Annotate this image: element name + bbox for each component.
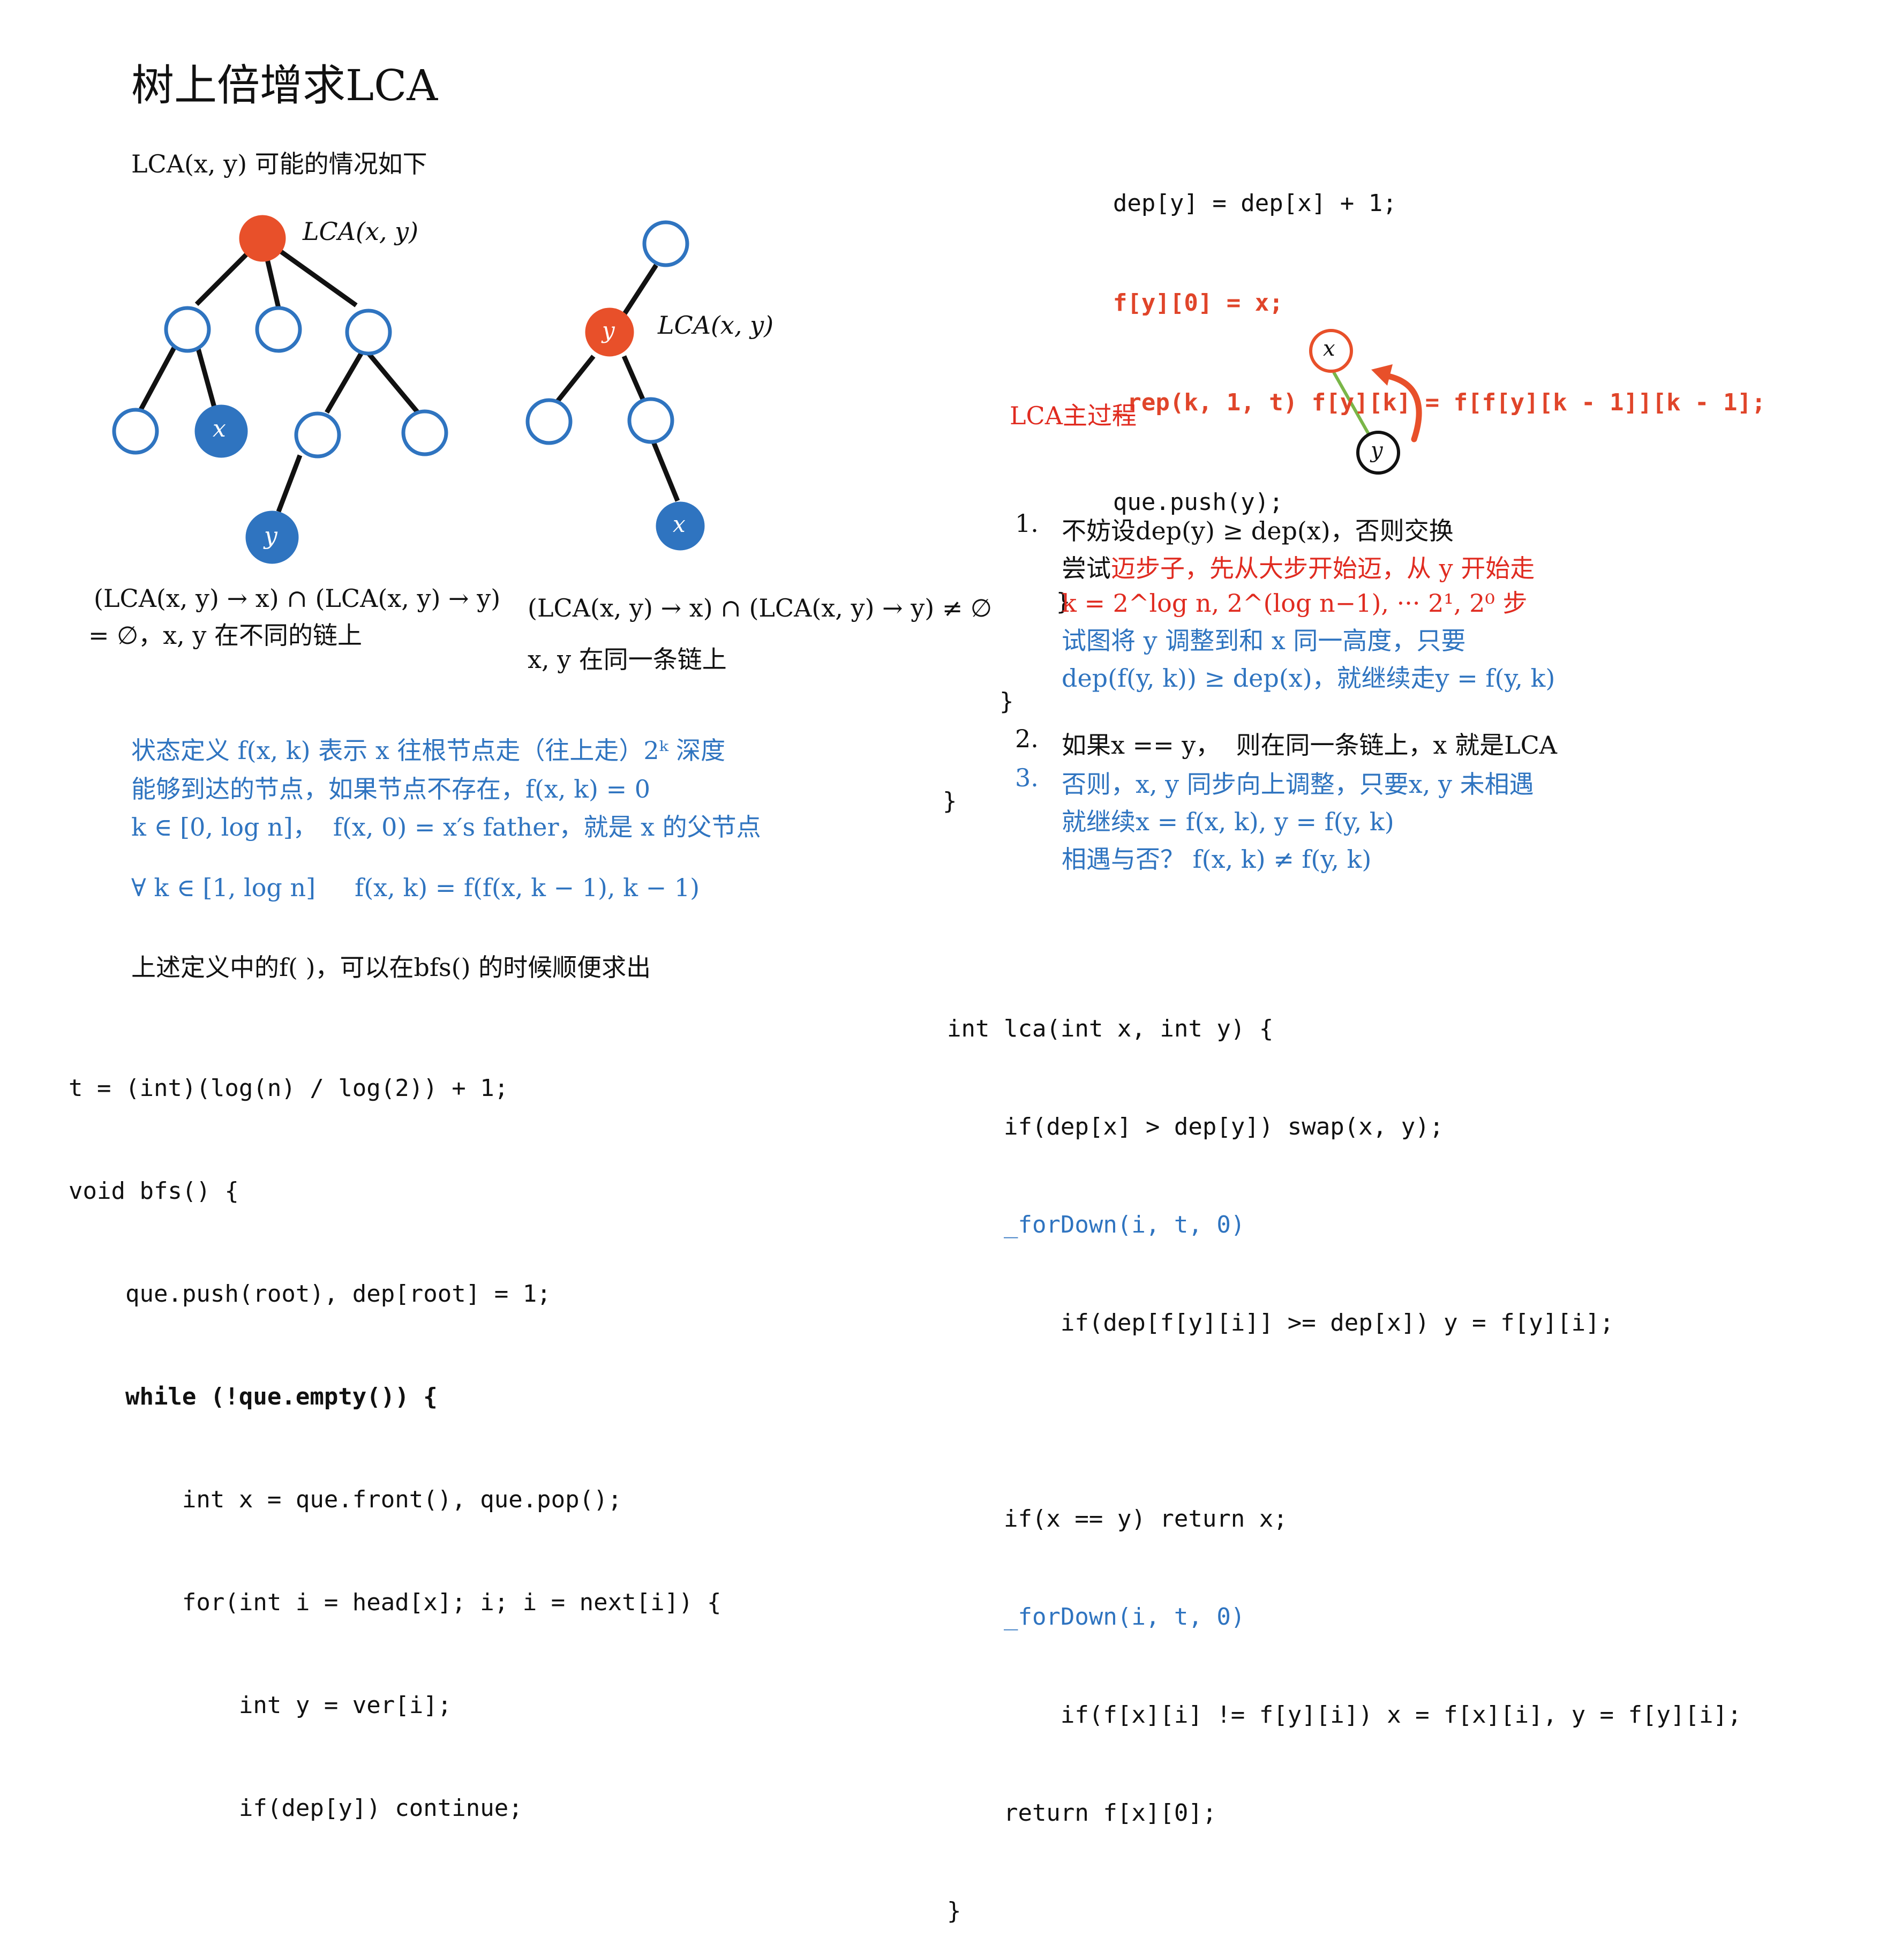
- mini-x-label: x: [1323, 336, 1335, 361]
- code-line: t = (int)(log(n) / log(2)) + 1;: [69, 1075, 509, 1102]
- step2-number: 2.: [1015, 724, 1039, 753]
- y-node: [245, 510, 299, 564]
- code-line: while (!que.empty()) {: [69, 1383, 438, 1410]
- code-line: que.push(root), dep[root] = 1;: [69, 1280, 551, 1308]
- step1-line-b: 尝试迈步子，先从大步开始迈，从 y 开始走: [1062, 549, 1535, 584]
- left-lca-label: LCA(x, y): [303, 217, 419, 246]
- code-line: f[y][0] = x;: [943, 289, 1283, 317]
- lca-code-block: int lca(int x, int y) { if(dep[x] > dep[…: [947, 947, 1741, 1960]
- right-tree-edges: [555, 264, 680, 502]
- page-title: 树上倍增求LCA: [131, 61, 438, 110]
- code-line: if(dep[y]) continue;: [69, 1794, 523, 1822]
- right-tree-nodes: [525, 220, 705, 551]
- code-line: if(dep[f[y][i]] >= dep[x]) y = f[y][i];: [947, 1309, 1614, 1336]
- code-line: for(int i = head[x]; i; i = next[i]) {: [69, 1589, 721, 1616]
- code-line: que.push(y);: [943, 489, 1283, 516]
- tree-diagrams: [112, 215, 1422, 564]
- bfs-code-block: t = (int)(log(n) / log(2)) + 1; void bfs…: [69, 1003, 721, 1860]
- state-def-line-3: k ∈ [0, log n]， f(x, 0) = x′s father，就是 …: [131, 813, 761, 842]
- right-caption-1: (LCA(x, y) → x) ∩ (LCA(x, y) → y) ≠ ∅: [528, 594, 992, 622]
- step1-line-d: 试图将 y 调整到和 x 同一高度，只要: [1062, 626, 1466, 655]
- code-line: if(dep[x] > dep[y]) swap(x, y);: [947, 1113, 1444, 1140]
- left-caption-1: (LCA(x, y) → x) ∩ (LCA(x, y) → y): [94, 584, 501, 613]
- bfs-code-continued: dep[y] = dep[x] + 1; f[y][0] = x; _rep(k…: [943, 121, 1765, 851]
- mini-y-label: y: [1371, 438, 1383, 463]
- right-caption-2: x, y 在同一条链上: [528, 645, 727, 674]
- state-def-line-2: 能够到达的节点，如果节点不存在，f(x, k) = 0: [131, 775, 651, 803]
- left-y-label: y: [264, 522, 277, 550]
- code-line: }: [943, 787, 957, 815]
- step3-line-b: 就继续x = f(x, k), y = f(y, k): [1062, 807, 1394, 836]
- code-line: }: [947, 1897, 961, 1925]
- code-line: if(f[x][i] != f[y][i]) x = f[x][i], y = …: [947, 1701, 1742, 1729]
- right-y-label: y: [602, 317, 615, 343]
- step3-line-c: 相遇与否？ f(x, k) ≠ f(y, k): [1062, 845, 1372, 874]
- code-line: dep[y] = dep[x] + 1;: [943, 190, 1397, 217]
- right-x-label: x: [673, 511, 686, 537]
- code-line: return f[x][0];: [947, 1799, 1217, 1827]
- state-def-line-1: 状态定义 f(x, k) 表示 x 往根节点走（往上走）2ᵏ 深度: [131, 736, 726, 765]
- tree-node: [112, 408, 159, 455]
- tree-node: [255, 306, 302, 353]
- step1-number: 1.: [1015, 509, 1039, 538]
- lca-y-node: [585, 307, 634, 357]
- lca-node: [239, 215, 286, 262]
- tree-node: [642, 220, 689, 267]
- bfs-note: 上述定义中的f( )，可以在bfs() 的时候顺便求出: [131, 953, 651, 982]
- state-def-line-4: ∀ k ∈ [1, log n] f(x, k) = f(f(x, k − 1)…: [131, 873, 700, 902]
- code-line: int lca(int x, int y) {: [947, 1015, 1274, 1042]
- step1-prefix: 尝试: [1062, 554, 1111, 583]
- tree-node: [164, 306, 211, 353]
- x-node: [194, 404, 248, 458]
- step1-line-e: dep(f(y, k)) ≥ dep(x)，就继续走y = f(y, k): [1062, 664, 1555, 693]
- code-line: if(x == y) return x;: [947, 1505, 1288, 1533]
- code-line: _rep(k, 1, t) f[y][k] = f[f[y][k - 1]][k…: [943, 389, 1766, 416]
- step1-line-c: k = 2^log n, 2^(log n−1), ··· 2¹, 2⁰ 步: [1062, 589, 1528, 618]
- step3-number: 3.: [1015, 763, 1039, 792]
- step1-line-a: 不妨设dep(y) ≥ dep(x)，否则交换: [1062, 516, 1454, 545]
- left-tree-edges: [137, 236, 420, 513]
- tree-node: [401, 409, 448, 456]
- code-line: _forDown(i, t, 0): [947, 1211, 1245, 1238]
- tree-node: [345, 309, 392, 356]
- mini-diagram: [1309, 329, 1422, 475]
- left-caption-2: = ∅，x, y 在不同的链上: [88, 621, 363, 650]
- code-line: void bfs() {: [69, 1177, 239, 1205]
- code-line: }: [943, 588, 1071, 615]
- step3-line-a: 否则，x, y 同步向上调整，只要x, y 未相遇: [1062, 770, 1534, 799]
- code-line: [947, 1405, 1741, 1437]
- left-x-label: x: [213, 415, 226, 442]
- tree-node: [294, 411, 341, 459]
- lca-main-heading: LCA主过程: [1010, 401, 1137, 430]
- step2-text: 如果x == y， 则在同一条链上，x 就是LCA: [1062, 731, 1558, 760]
- left-tree-nodes: [112, 215, 448, 564]
- code-line: int y = ver[i];: [69, 1692, 452, 1719]
- code-line: _forDown(i, t, 0): [947, 1603, 1245, 1631]
- intro-text: LCA(x, y) 可能的情况如下: [131, 149, 427, 178]
- step1-red-text: 迈步子，先从大步开始迈，从 y 开始走: [1111, 554, 1535, 583]
- tree-node: [525, 398, 573, 445]
- code-line: }: [943, 688, 1014, 715]
- tree-node: [627, 397, 674, 444]
- code-line: int x = que.front(), que.pop();: [69, 1486, 622, 1513]
- x-node: [656, 501, 705, 551]
- right-lca-label: LCA(x, y): [658, 311, 774, 340]
